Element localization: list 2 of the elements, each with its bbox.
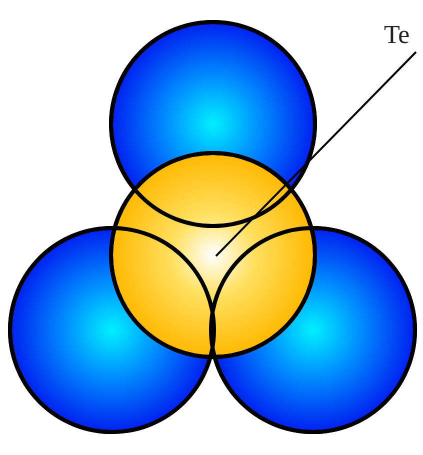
- leader-line: [215, 51, 417, 257]
- callout-text: Te: [384, 18, 422, 52]
